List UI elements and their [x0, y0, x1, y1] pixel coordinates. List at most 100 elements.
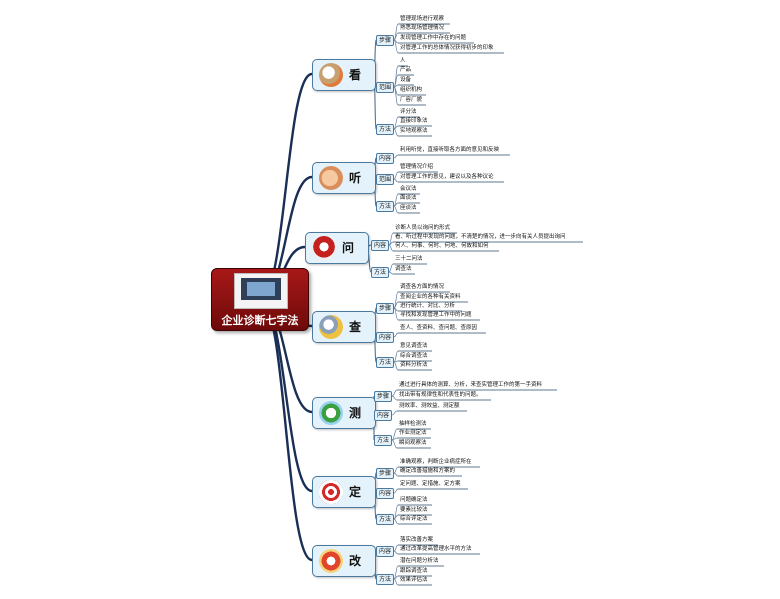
- leaf-item[interactable]: 资料分析法: [400, 362, 428, 368]
- sub-topic[interactable]: 方法: [376, 574, 395, 585]
- connector-line: [391, 439, 398, 449]
- branch-label: 定: [349, 485, 362, 499]
- branch-node[interactable]: 听: [312, 162, 376, 194]
- measure-icon: [319, 401, 343, 425]
- leaf-item[interactable]: 利用听觉，直接听取各方面的意见和反映: [400, 147, 500, 153]
- leaf-item[interactable]: 综合评定法: [400, 516, 428, 522]
- question-icon: [312, 236, 336, 260]
- leaf-item[interactable]: 抽样检测法: [399, 421, 427, 427]
- leaf-item[interactable]: 管理情况介绍: [400, 164, 434, 170]
- connector-line: [393, 472, 399, 477]
- leaf-item[interactable]: 准确观察，判断企业病症所在: [400, 459, 472, 465]
- leaf-item[interactable]: 通过进行具体的测算、分析，来查实管理工作的第一手资料: [399, 382, 543, 388]
- connector-line: [388, 244, 394, 252]
- sub-topic[interactable]: 内容: [376, 153, 395, 164]
- sub-topic[interactable]: 方法: [374, 435, 393, 446]
- leaf-item[interactable]: 意见调查法: [400, 343, 428, 349]
- leaf-item[interactable]: 查阅企业的各种有关资料: [400, 294, 461, 300]
- branch-node[interactable]: 问: [305, 232, 369, 264]
- sub-topic[interactable]: 步骤: [376, 35, 395, 46]
- leaf-item[interactable]: 对管理工作的意见，建议以及各种议论: [400, 174, 494, 180]
- leaf-item[interactable]: 调查各方面的情况: [400, 284, 445, 290]
- connector-line: [393, 350, 399, 363]
- leaf-item[interactable]: 综合调查法: [400, 353, 428, 359]
- sub-topic[interactable]: 方法: [371, 267, 390, 278]
- leaf-item[interactable]: 问题确定法: [400, 497, 428, 503]
- sub-topic[interactable]: 方法: [376, 201, 395, 212]
- sub-topic[interactable]: 范围: [376, 174, 395, 185]
- branch-node[interactable]: 查: [312, 311, 376, 343]
- leaf-item[interactable]: 通过改革提高管理水平的方法: [400, 546, 472, 552]
- branch-node[interactable]: 改: [312, 545, 376, 577]
- connector-line: [388, 263, 394, 273]
- leaf-item[interactable]: 评分法: [400, 109, 417, 115]
- leaf-item[interactable]: 定问题、定措施、定方案: [400, 481, 461, 487]
- leaf-item[interactable]: 落实改善方案: [400, 537, 434, 543]
- leaf-item[interactable]: 人: [400, 58, 406, 64]
- leaf-item[interactable]: 潜在问题分析法: [400, 558, 439, 564]
- leaf-item[interactable]: 确定改善措施和方案的: [400, 468, 456, 474]
- leaf-item[interactable]: 对管理工作的总体情况获得初步的印象: [400, 45, 494, 51]
- leaf-item[interactable]: 寻找和发现管理工作中的问题: [400, 312, 472, 318]
- leaf-item[interactable]: 调查法: [395, 266, 412, 272]
- sub-topic[interactable]: 步骤: [376, 468, 395, 479]
- magnifier-icon: [319, 315, 343, 339]
- sub-topic[interactable]: 内容: [376, 546, 395, 557]
- leaf-item[interactable]: 发现管理工作中存在的问题: [400, 35, 467, 41]
- sub-topic[interactable]: 内容: [376, 488, 395, 499]
- central-title: 企业诊断七字法: [221, 314, 299, 327]
- sub-topic[interactable]: 范围: [376, 82, 395, 93]
- connector-line: [393, 550, 399, 555]
- sub-topic[interactable]: 内容: [374, 410, 393, 421]
- leaf-item[interactable]: 会议法: [400, 186, 417, 192]
- leaf-item[interactable]: 跟踪调查法: [400, 568, 428, 574]
- leaf-item[interactable]: 厂容厂貌: [400, 97, 423, 103]
- sub-topic[interactable]: 步骤: [374, 391, 393, 402]
- leaf-item[interactable]: 直接印象法: [400, 118, 428, 124]
- leaf-item[interactable]: 何人、何事、何时、何地、何故和如何: [395, 243, 489, 249]
- branch-node[interactable]: 定: [312, 476, 376, 508]
- leaf-item[interactable]: 面谈法: [400, 195, 417, 201]
- sub-topic[interactable]: 方法: [376, 357, 395, 368]
- leaf-item[interactable]: 管理现场进行观察: [400, 16, 445, 22]
- connector-line: [393, 332, 399, 338]
- leaf-item[interactable]: 找出带有规律性和代表性的问题。: [399, 392, 482, 398]
- connector-line: [393, 125, 399, 130]
- leaf-item[interactable]: 查人、查资料、查问题、查原因: [400, 325, 478, 331]
- connector-line: [393, 128, 399, 137]
- leaf-item[interactable]: 产品: [400, 67, 412, 73]
- leaf-item[interactable]: 组织机构: [400, 87, 423, 93]
- target-icon: [319, 480, 343, 504]
- leaf-item[interactable]: 座谈法: [400, 205, 417, 211]
- sub-topic[interactable]: 内容: [371, 240, 390, 251]
- leaf-item[interactable]: 实地观察法: [400, 128, 428, 134]
- leaf-item[interactable]: 三十二问法: [395, 256, 423, 262]
- branch-label: 听: [349, 171, 362, 185]
- sub-topic[interactable]: 方法: [376, 124, 395, 135]
- branch-node[interactable]: 看: [312, 59, 376, 91]
- leaf-item[interactable]: 进行统计、对比、分析: [400, 303, 456, 309]
- connector-line: [393, 578, 399, 586]
- branch-label: 看: [349, 68, 362, 82]
- connector-line: [393, 466, 399, 474]
- sub-topic[interactable]: 步骤: [376, 303, 395, 314]
- leaf-item[interactable]: 设备: [400, 77, 412, 83]
- connector-line: [393, 154, 399, 159]
- leaf-item[interactable]: 测效率、测效益、测定额: [399, 403, 460, 409]
- connector-line: [393, 307, 399, 321]
- sub-topic[interactable]: 内容: [376, 332, 395, 343]
- leaf-item[interactable]: 诊断人员以询问的形式: [395, 225, 451, 231]
- leaf-item[interactable]: 要素比较法: [400, 507, 428, 513]
- leaf-item[interactable]: 效果评估法: [400, 577, 428, 583]
- connector-line: [393, 86, 399, 106]
- central-topic[interactable]: 企业诊断七字法: [211, 268, 309, 331]
- leaf-item[interactable]: 熟悉现场管理情况: [400, 25, 445, 31]
- connector-line: [391, 410, 398, 416]
- branch-node[interactable]: 测: [312, 397, 376, 429]
- connector-line: [393, 514, 399, 520]
- leaf-item[interactable]: 看、听过程中发现的问题，不清楚的情况，进一步向有关人员提出询问: [395, 234, 566, 240]
- leaf-item[interactable]: 作业测定法: [399, 430, 427, 436]
- sub-topic[interactable]: 方法: [376, 514, 395, 525]
- branch-label: 改: [349, 554, 362, 568]
- leaf-item[interactable]: 瞬间观察法: [399, 440, 427, 446]
